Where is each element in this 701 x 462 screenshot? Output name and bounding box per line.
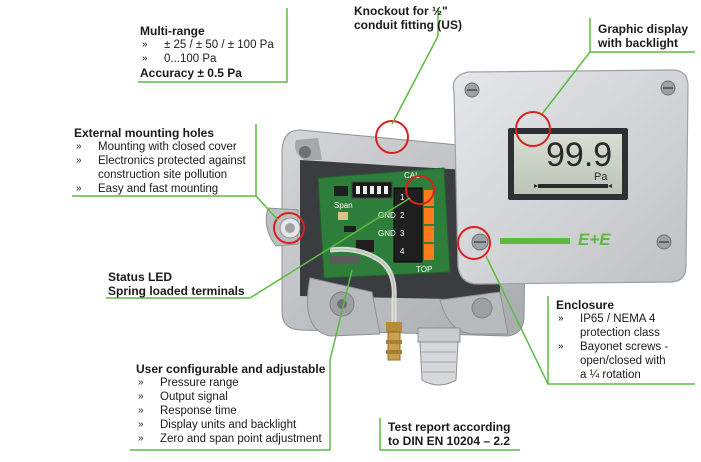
leader-test-report (379, 418, 520, 451)
configurable-title: User configurable and adjustable (136, 362, 326, 376)
mounting-item-3: construction site pollution (98, 169, 228, 181)
multi-range-title: Multi-range (140, 24, 205, 38)
test-report-line2: to DIN EN 10204 – 2.2 (388, 434, 511, 448)
terminal-number-2: 2 (400, 211, 405, 220)
status-led-line2: Spring loaded terminals (108, 284, 245, 298)
callout-status-led: Status LED Spring loaded terminals (108, 270, 258, 298)
callout-configurable: User configurable and adjustable Pressur… (136, 362, 336, 446)
accuracy-text: Accuracy ± 0.5 Pa (140, 66, 242, 80)
pressure-tube-edge (329, 248, 395, 322)
leader-status (249, 197, 411, 299)
mounting-item-1: Mounting with closed cover (74, 140, 259, 154)
graphic-display-title-line1: Graphic display (598, 22, 689, 36)
configurable-item-1: Pressure range (136, 376, 336, 390)
mounting-hole-highlight-ring (273, 212, 305, 244)
knockout-highlight-ring (375, 120, 409, 154)
status-led-line1: Status LED (108, 270, 173, 284)
terminal-number-4: 4 (400, 247, 405, 256)
callout-knockout: Knockout for ½" conduit fitting (US) (354, 4, 494, 32)
enclosure-item-2: protection class (580, 327, 660, 339)
enclosure-item-1: IP65 / NEMA 4 (556, 312, 696, 326)
callout-graphic-display: Graphic display with backlight (598, 22, 698, 50)
knockout-title-line2: conduit fitting (US) (354, 18, 462, 32)
mounting-list: Mounting with closed cover Electronics p… (74, 140, 259, 196)
enclosure-item-4: open/closed with (580, 355, 666, 367)
highlight-rings (273, 111, 551, 260)
callout-mounting: External mounting holes Mounting with cl… (74, 126, 259, 196)
status-led-highlight-ring (405, 175, 435, 205)
enclosure-list: IP65 / NEMA 4 protection class Bayonet s… (556, 312, 696, 382)
mounting-title: External mounting holes (74, 126, 215, 140)
configurable-item-3: Response time (136, 404, 336, 418)
display-highlight-ring (515, 111, 551, 147)
display-unit: Pa (594, 171, 608, 183)
mounting-item-4: Easy and fast mounting (74, 182, 259, 196)
configurable-item-4: Display units and backlight (136, 418, 336, 432)
graphic-display-title-line2: with backlight (598, 36, 679, 50)
callout-multi-range: Multi-range ± 25 / ± 50 / ± 100 Pa 0...1… (140, 24, 290, 80)
test-report-line1: Test report according (388, 420, 511, 434)
cable-gland (417, 327, 461, 386)
leader-configurable (329, 269, 353, 361)
configurable-list: Pressure range Output signal Response ti… (136, 376, 336, 446)
leader-lines (72, 8, 695, 451)
callout-enclosure: Enclosure IP65 / NEMA 4 protection class… (556, 298, 696, 382)
enclosure-item-5: a ¼ rotation (580, 369, 641, 381)
mounting-ear (265, 138, 322, 247)
brand-logo: E+E (500, 230, 611, 249)
configurable-item-5: Zero and span point adjustment (136, 432, 336, 446)
configurable-item-2: Output signal (136, 390, 336, 404)
bayonet-screw-highlight-ring (457, 226, 491, 260)
display-value: 99.9 (546, 136, 612, 174)
leader-mounting (255, 195, 279, 221)
callout-test-report: Test report according to DIN EN 10204 – … (388, 420, 548, 448)
pcb-label-cal: CAL (404, 171, 420, 180)
pcb-label-top: TOP (416, 265, 432, 274)
terminal-number-3: 3 (400, 229, 405, 238)
multi-range-item-2: 0...100 Pa (140, 52, 290, 66)
enclosure-title: Enclosure (556, 298, 615, 312)
terminal-number-1: 1 (400, 193, 405, 202)
pcb-label-span: Span (334, 201, 353, 210)
brand-logo-text: E+E (578, 230, 611, 249)
enclosure-item-3: Bayonet screws - (556, 340, 696, 354)
leader-enclosure (485, 255, 549, 385)
pcb-label-gnd-1: GND (378, 211, 396, 220)
mounting-item-2: Electronics protected against (74, 154, 259, 168)
multi-range-item-1: ± 25 / ± 50 / ± 100 Pa (140, 38, 290, 52)
leader-display (541, 51, 591, 115)
pressure-port (386, 322, 402, 361)
lcd-display: 99.9 Pa (508, 128, 628, 200)
multi-range-list: ± 25 / ± 50 / ± 100 Pa 0...100 Pa (140, 38, 290, 66)
pcb-label-gnd-2: GND (378, 229, 396, 238)
leader-multi-range (138, 8, 288, 83)
knockout-title-line1: Knockout for ½" (354, 4, 448, 18)
leader-knockout (391, 35, 439, 125)
